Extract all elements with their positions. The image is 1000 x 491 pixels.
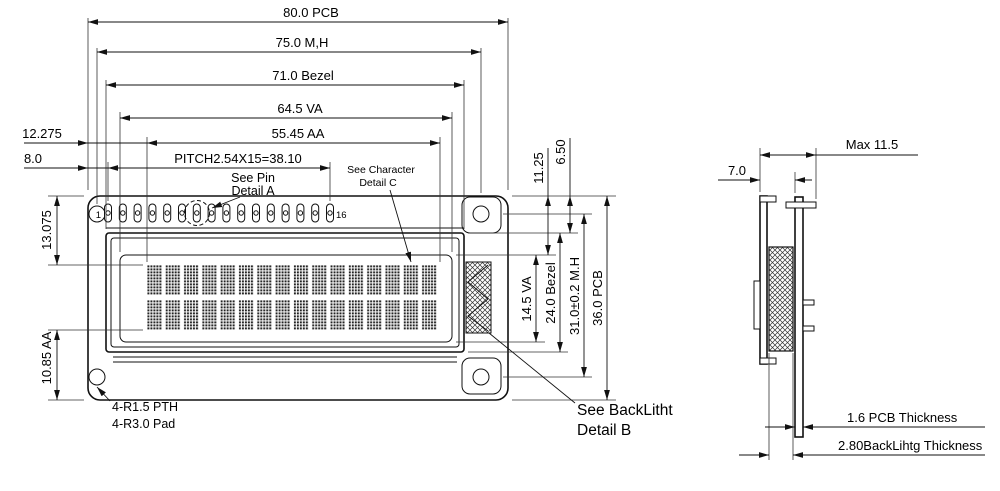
dim-top-to-aa: 13.075 — [39, 210, 54, 250]
pin-number-first: 1 — [96, 210, 101, 221]
side-view: Max 11.5 7.0 1.6 PCB Thickness 2.80BackL… — [718, 137, 985, 460]
note-hole-spec-2: 4-R3.0 Pad — [112, 417, 175, 431]
pin-detail-circle — [184, 200, 210, 226]
character-row-2 — [147, 300, 440, 330]
dim-va-height: 14.5 VA — [519, 276, 534, 322]
mounting-hole-bottom-right — [472, 368, 490, 386]
leader-lines — [96, 189, 576, 404]
dim-va-width: 64.5 VA — [277, 101, 323, 116]
backlight-hatch — [465, 261, 492, 334]
dim-aa-to-bottom: 10.85 AA — [39, 331, 54, 384]
side-bezel-claw-2 — [802, 325, 815, 332]
dim-top-to-va: 11.25 — [531, 152, 546, 184]
dim-bezel-width: 71.0 Bezel — [272, 68, 334, 83]
side-backlight — [768, 246, 794, 352]
note-hole-spec-1: 4-R1.5 PTH — [112, 400, 178, 414]
character-row-1 — [147, 265, 440, 295]
dim-pin-pitch: PITCH2.54X15=38.10 — [174, 151, 302, 166]
dim-pcb-height: 36.0 PCB — [590, 270, 605, 326]
side-display-lip — [753, 280, 761, 330]
note-pin-detail-1: See Pin — [231, 171, 275, 185]
side-bezel — [759, 195, 768, 365]
side-pcb — [794, 196, 804, 438]
dim-edge-to-aa: 12.275 — [22, 126, 62, 141]
pin-number-last: 16 — [336, 210, 347, 221]
dim-mounting-width: 75.0 M,H — [276, 35, 329, 50]
dim-top-to-bezel: 6.50 — [553, 139, 568, 164]
side-dimension-lines — [718, 152, 985, 458]
dim-max-thickness: Max 11.5 — [846, 137, 899, 152]
dim-bezel-height: 24.0 Bezel — [543, 262, 558, 324]
note-pin-detail-2: Detail A — [231, 184, 275, 198]
front-view: 80.0 PCB 75.0 M,H 71.0 Bezel 64.5 VA 55.… — [22, 5, 673, 439]
note-char-detail-2: Detail C — [359, 177, 397, 189]
front-extension-lines — [48, 18, 616, 401]
dim-edge-to-pin1: 8.0 — [24, 151, 42, 166]
dim-pcb-width: 80.0 PCB — [283, 5, 339, 20]
note-char-detail-1: See Character — [347, 164, 415, 176]
note-backlight-2: Detail B — [577, 422, 631, 439]
side-extension-lines — [759, 148, 817, 460]
dim-backlight-thickness: 2.80BackLihtg Thickness — [838, 438, 983, 453]
dim-pcb-thickness: 1.6 PCB Thickness — [847, 410, 958, 425]
dim-aa-width: 55.45 AA — [272, 126, 325, 141]
side-bezel-bottom-flange — [759, 357, 777, 365]
side-bezel-claw-1 — [802, 299, 815, 306]
note-backlight-1: See BackLitht — [577, 402, 673, 419]
front-dimension-lines — [24, 19, 610, 400]
side-pin-header — [785, 201, 817, 209]
dim-bezel-offset: 7.0 — [728, 163, 746, 178]
mounting-hole-top-right — [472, 205, 490, 223]
side-bezel-top-flange — [759, 195, 777, 203]
mounting-hole-bottom-left — [88, 368, 106, 386]
dim-mounting-height: 31.0±0.2 M.H — [567, 257, 582, 335]
